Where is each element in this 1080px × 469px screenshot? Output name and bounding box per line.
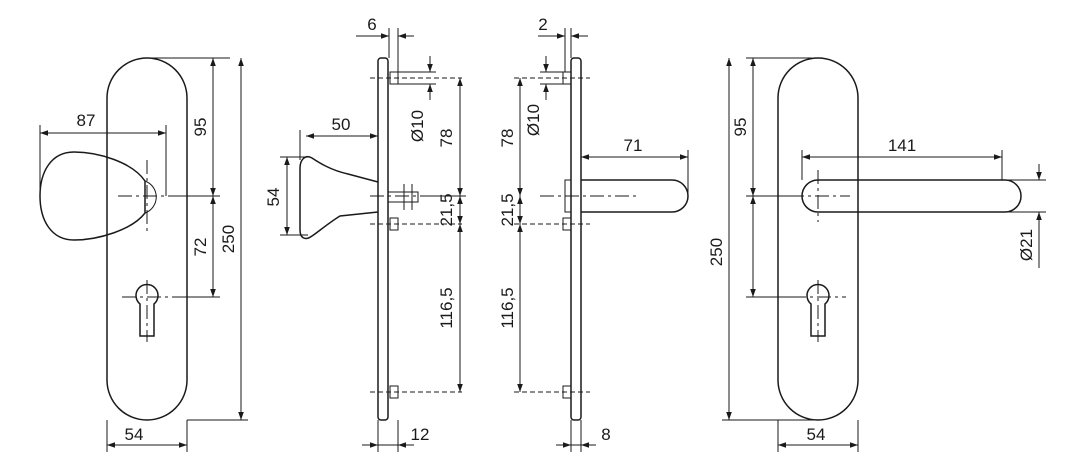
dim-label-d10-right: Ø10 bbox=[524, 104, 543, 136]
side-plate-right bbox=[570, 57, 582, 421]
dim-label-1165-right: 116,5 bbox=[498, 287, 517, 328]
dim-label-95-right: 95 bbox=[731, 118, 750, 137]
dim-label-8: 8 bbox=[601, 425, 610, 444]
dim-label-1165-left: 116,5 bbox=[437, 287, 456, 328]
front-view-knob: 87 95 72 250 54 bbox=[39, 57, 248, 452]
dim-label-72-left: 72 bbox=[191, 238, 210, 257]
dim-label-54-left: 54 bbox=[125, 425, 144, 444]
dim-label-250-left: 250 bbox=[219, 225, 238, 253]
dim-label-d10-left: Ø10 bbox=[408, 110, 427, 142]
knob-outline bbox=[39, 151, 146, 241]
dim-label-71: 71 bbox=[624, 136, 643, 155]
dim-label-250-right: 250 bbox=[707, 238, 726, 266]
dim-label-54-right: 54 bbox=[807, 425, 826, 444]
spindle-left bbox=[387, 191, 419, 203]
side-plate-left bbox=[377, 57, 389, 421]
dim-label-141: 141 bbox=[888, 136, 916, 155]
dim-label-d21: Ø21 bbox=[1017, 229, 1036, 261]
dim-label-78-right: 78 bbox=[498, 129, 517, 148]
backplate-outline-right bbox=[777, 57, 859, 421]
side-view-lever: 2 Ø10 78 21,5 116,5 71 8 bbox=[498, 15, 689, 452]
dim-label-78-left: 78 bbox=[437, 129, 456, 148]
side-view-knob: 6 50 54 Ø10 78 21,5 116,5 12 bbox=[264, 15, 466, 452]
spindle-circle bbox=[144, 180, 157, 214]
front-view-lever: 95 250 141 Ø21 54 bbox=[707, 57, 1046, 452]
knob-profile bbox=[299, 156, 379, 240]
lever-outline bbox=[801, 179, 1022, 213]
backplate-outline bbox=[106, 57, 188, 421]
keyhole-right bbox=[806, 283, 830, 337]
dim-label-54-knob: 54 bbox=[264, 188, 283, 207]
dim-label-87: 87 bbox=[77, 111, 96, 130]
dim-label-2: 2 bbox=[538, 15, 547, 34]
dim-label-215-left: 21,5 bbox=[437, 193, 456, 226]
dim-label-215-right: 21,5 bbox=[498, 193, 517, 226]
dim-label-95-left: 95 bbox=[191, 118, 210, 137]
keyhole bbox=[135, 283, 159, 337]
dim-label-6: 6 bbox=[367, 15, 376, 34]
dim-label-12: 12 bbox=[411, 425, 430, 444]
dim-label-50: 50 bbox=[332, 115, 351, 134]
